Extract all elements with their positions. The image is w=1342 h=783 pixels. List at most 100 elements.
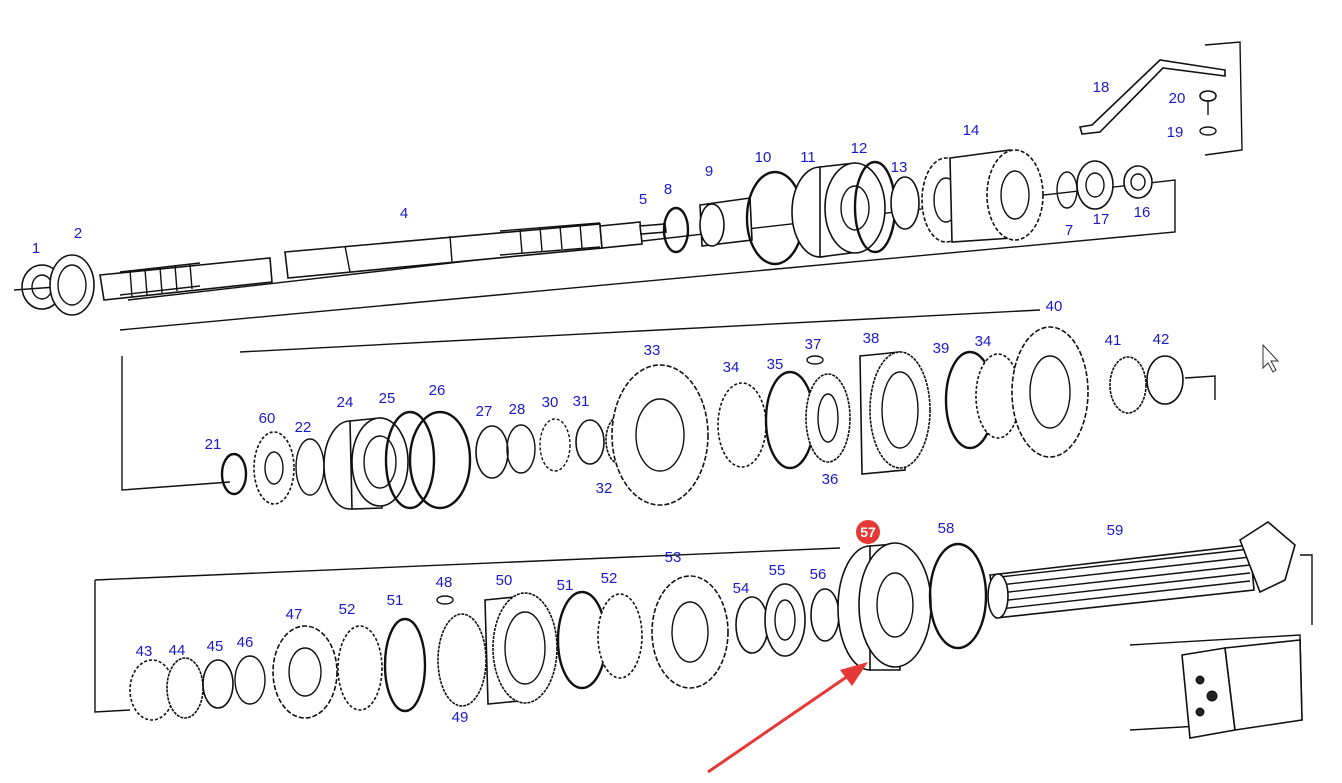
part-label: 1 [32, 240, 40, 257]
part-label: 38 [863, 330, 880, 347]
part-19-washer [1199, 126, 1217, 136]
part-34-synchro-ring [717, 382, 767, 468]
part-label: 48 [436, 574, 453, 591]
part-20-bolt [1199, 90, 1217, 115]
part-label: 17 [1093, 211, 1110, 228]
cover-plate [1181, 639, 1303, 739]
part-label: 20 [1169, 90, 1186, 107]
part-57-bearing [837, 542, 932, 671]
part-52b-synchro-ring [597, 593, 643, 679]
part-52-synchro-ring [337, 625, 383, 711]
highlight-label: 57 [860, 524, 876, 540]
part-54-bush [735, 596, 769, 654]
part-label: 60 [259, 410, 276, 427]
part-13-washer [890, 176, 920, 230]
part-49-hub [437, 613, 487, 707]
part-label: 24 [337, 394, 354, 411]
part-label: 56 [810, 566, 827, 583]
part-8-ring [662, 206, 690, 254]
part-41-needle [1109, 356, 1147, 414]
part-7-ring [1056, 171, 1078, 209]
part-36-hub [805, 373, 851, 463]
part-label: 49 [452, 709, 469, 726]
part-38-sleeve [859, 351, 931, 475]
part-25-circlip [384, 410, 436, 510]
part-5-key [639, 223, 667, 235]
part-label: 9 [705, 163, 713, 180]
part-14-gear [921, 149, 1044, 243]
part-label: 55 [769, 562, 786, 579]
part-2-seal [49, 254, 95, 316]
part-46-ring [234, 655, 266, 705]
part-30-washer [539, 418, 571, 472]
part-label: 26 [429, 382, 446, 399]
part-55-bearing [764, 583, 806, 657]
part-label: 52 [339, 601, 356, 618]
part-label: 53 [665, 549, 682, 566]
part-58-ring [928, 542, 988, 650]
part-label: 19 [1167, 124, 1184, 141]
part-9-sleeve [699, 197, 753, 247]
row2-frame [121, 309, 1216, 491]
part-28-ring [506, 424, 536, 474]
part-label: 46 [237, 634, 254, 651]
part-16-needle [1123, 165, 1153, 199]
part-label: 58 [938, 520, 955, 537]
part-18-bracket [1078, 59, 1226, 135]
part-label: 25 [379, 390, 396, 407]
part-53-gear [651, 575, 729, 689]
part-label: 11 [800, 149, 816, 166]
part-label: 35 [767, 356, 784, 373]
part-56-ring [810, 588, 840, 642]
part-label: 13 [891, 159, 908, 176]
part-22-ring [295, 438, 325, 496]
part-label: 30 [542, 394, 559, 411]
part-47-gear [272, 625, 338, 719]
part-51-circlip [383, 617, 427, 713]
part-label: 59 [1107, 522, 1124, 539]
part-label: 21 [205, 436, 222, 453]
part-label: 52 [601, 570, 618, 587]
part-45-bush [202, 659, 234, 709]
part-label: 45 [207, 638, 224, 655]
part-label: 27 [476, 403, 493, 420]
part-label: 14 [963, 122, 980, 139]
part-label: 4 [400, 205, 408, 222]
part-label: 41 [1105, 332, 1122, 349]
part-label: 44 [169, 642, 186, 659]
part-37-spring [806, 355, 824, 365]
pointer-arrow-icon [707, 662, 868, 774]
part-label: 50 [496, 572, 513, 589]
part-label: 31 [573, 393, 590, 410]
part-label: 43 [136, 643, 153, 660]
part-label: 33 [644, 342, 661, 359]
part-50-sleeve [484, 592, 558, 705]
part-27-washer [475, 425, 509, 479]
part-label: 34 [723, 359, 740, 376]
part-label: 51 [557, 577, 574, 594]
part-label: 7 [1065, 222, 1073, 239]
part-label: 10 [755, 149, 772, 166]
part-label: 32 [596, 480, 613, 497]
part-label: 54 [733, 580, 750, 597]
part-label: 51 [387, 592, 404, 609]
part-label: 37 [805, 336, 822, 353]
mouse-cursor-icon [1262, 343, 1280, 373]
part-label: 22 [295, 419, 312, 436]
part-label: 34 [975, 333, 992, 350]
part-48-spring [436, 595, 454, 605]
part-31-bush [575, 419, 605, 465]
part-label: 36 [822, 471, 839, 488]
part-label: 18 [1093, 79, 1110, 96]
part-60-gear [253, 431, 295, 505]
row1-frame [119, 41, 1243, 331]
part-label: 8 [664, 181, 672, 198]
part-24-bearing [323, 417, 409, 510]
part-17-bearing [1076, 160, 1114, 210]
part-label: 16 [1134, 204, 1151, 221]
part-label: 2 [74, 225, 82, 242]
part-label: 39 [933, 340, 950, 357]
